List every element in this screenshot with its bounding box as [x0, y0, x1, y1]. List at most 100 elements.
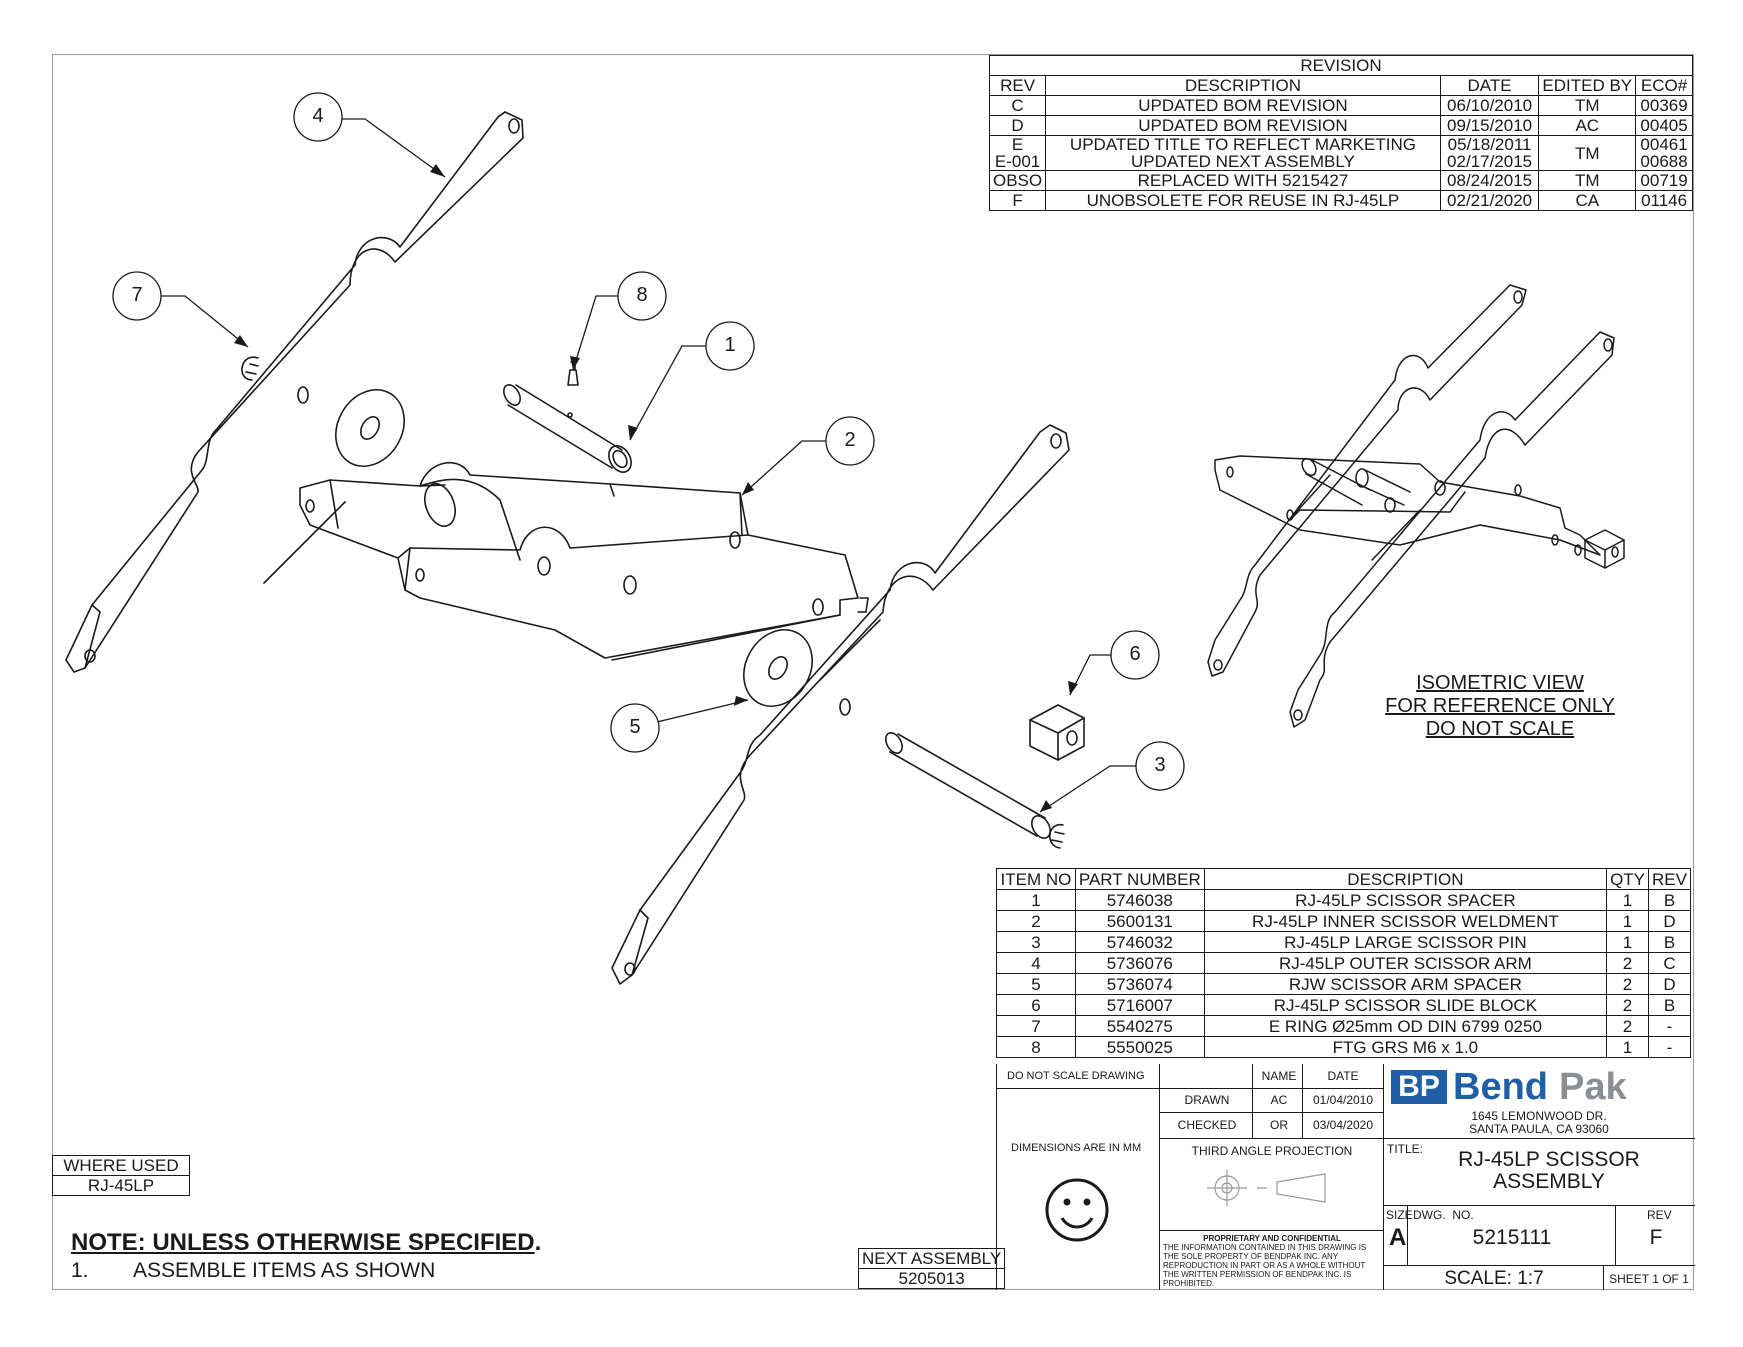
part-number-cell: 5600131 [1074, 910, 1205, 932]
proprietary-line3: REPRODUCTION IN PART OR AS A WHOLE WITHO… [1163, 1261, 1366, 1270]
balloon-6 [1110, 630, 1160, 680]
eco-cell: 00369 [1635, 95, 1693, 116]
revision-header-row: REV DESCRIPTION DATE EDITED BY ECO# [988, 75, 1693, 96]
rev-cell: F [988, 190, 1047, 211]
revision-row: D UPDATED BOM REVISION 09/15/2010 AC 004… [988, 115, 1693, 136]
notes-block: NOTE: UNLESS OTHERWISE SPECIFIED. 1.ASSE… [71, 1229, 541, 1283]
description-value-2: UPDATED NEXT ASSEMBLY [1130, 152, 1355, 171]
proprietary-title: PROPRIETARY AND CONFIDENTIAL [1203, 1234, 1341, 1243]
description-cell: RJ-45LP SCISSOR SPACER [1203, 889, 1608, 911]
callout-number-4: 4 [312, 105, 324, 127]
next-assembly-label: NEXT ASSEMBLY [857, 1248, 1006, 1269]
iso-note-line1: ISOMETRIC VIEW [1416, 672, 1584, 694]
balloon-5 [610, 703, 660, 753]
item-cell: 6 [996, 994, 1076, 1016]
bom-row: 6 5716007 RJ-45LP SCISSOR SLIDE BLOCK 2 … [996, 994, 1691, 1016]
rev-cell: - [1648, 1036, 1691, 1058]
description-cell: RJ-45LP LARGE SCISSOR PIN [1203, 931, 1608, 953]
iso-note-line3: DO NOT SCALE [1425, 718, 1575, 740]
balloon-1 [705, 321, 755, 371]
bom-row: 1 5746038 RJ-45LP SCISSOR SPACER 1 B [996, 889, 1691, 911]
date-header: DATE [1327, 1069, 1359, 1083]
description-cell: RJ-45LP SCISSOR SLIDE BLOCK [1203, 994, 1608, 1016]
item-cell: 7 [996, 1015, 1076, 1037]
balloon-4 [293, 92, 343, 142]
revision-row: OBSO REPLACED WITH 5215427 08/24/2015 TM… [988, 170, 1693, 191]
bom-header-row: ITEM NO PART NUMBER DESCRIPTION QTY REV [996, 868, 1691, 890]
balloon-8 [617, 271, 667, 321]
slide-block [1029, 704, 1085, 761]
description-col-header: DESCRIPTION [1045, 75, 1441, 96]
description-value: UPDATED TITLE TO REFLECT MARKETING [1069, 135, 1416, 154]
description-cell: UPDATED BOM REVISION [1045, 115, 1441, 136]
notes-heading: NOTE: UNLESS OTHERWISE SPECIFIED. [71, 1229, 541, 1257]
rev-cell: B [1648, 931, 1691, 953]
edited-by-cell: TM [1538, 170, 1637, 191]
callout-number-8: 8 [636, 284, 648, 306]
drawn-date: 01/04/2010 [1312, 1093, 1374, 1107]
date-value: 05/18/2011 [1447, 135, 1532, 154]
dwg-no-label: DWG. NO. [1413, 1208, 1474, 1222]
revision-row: C UPDATED BOM REVISION 06/10/2010 TM 003… [988, 95, 1693, 116]
proprietary-line1: THE INFORMATION CONTAINED IN THIS DRAWIN… [1163, 1243, 1367, 1252]
edited-by-col-header: EDITED BY [1538, 75, 1637, 96]
where-used-table: WHERE USED RJ-45LP [52, 1155, 190, 1196]
date-cell: 02/21/2020 [1439, 190, 1540, 211]
date-cell: 06/10/2010 [1439, 95, 1540, 116]
description-cell: REPLACED WITH 5215427 [1045, 170, 1441, 191]
qty-cell: 2 [1606, 994, 1650, 1016]
description-cell: UPDATED BOM REVISION [1045, 95, 1441, 116]
checked-date: 03/04/2020 [1312, 1118, 1374, 1132]
eco-value-2: 00688 [1640, 152, 1688, 171]
note-item-text: ASSEMBLE ITEMS AS SHOWN [133, 1259, 436, 1282]
qty-col-header: QTY [1606, 868, 1650, 890]
part-number-cell: 5716007 [1074, 994, 1205, 1016]
rev-col-header: REV [1648, 868, 1691, 890]
qty-cell: 1 [1606, 1036, 1650, 1058]
checked-name: OR [1270, 1118, 1288, 1132]
date-cell: 08/24/2015 [1439, 170, 1540, 191]
smiley-icon [1045, 1178, 1109, 1242]
outer-scissor-arm-left [65, 111, 524, 673]
date-cell: 09/15/2010 [1439, 115, 1540, 136]
callout-number-2: 2 [844, 429, 856, 451]
iso-note-line2: FOR REFERENCE ONLY [1385, 695, 1615, 717]
bom-row: 4 5736076 RJ-45LP OUTER SCISSOR ARM 2 C [996, 952, 1691, 974]
description-col-header: DESCRIPTION [1203, 868, 1608, 890]
next-assembly-table: NEXT ASSEMBLY 5205013 [857, 1248, 1006, 1289]
callout-leaders [161, 118, 1136, 813]
isometric-note: ISOMETRIC VIEW FOR REFERENCE ONLY DO NOT… [1360, 672, 1640, 741]
edited-by-cell: AC [1538, 115, 1637, 136]
proprietary-line5: PROHIBITED. [1163, 1279, 1215, 1288]
rev-cell: D [1648, 910, 1691, 932]
eco-cell: 00405 [1635, 115, 1693, 136]
revision-table: REVISION REV DESCRIPTION DATE EDITED BY … [988, 55, 1693, 211]
qty-cell: 1 [1606, 931, 1650, 953]
bom-row: 2 5600131 RJ-45LP INNER SCISSOR WELDMENT… [996, 910, 1691, 932]
bendpak-logo: BP Bend Pak [1389, 1066, 1689, 1108]
rev-value-2: E-001 [994, 152, 1041, 171]
part-number-cell: 5746038 [1074, 889, 1205, 911]
item-cell: 5 [996, 973, 1076, 995]
callout-number-7: 7 [131, 284, 143, 306]
rev-cell: C [988, 95, 1047, 116]
arm-spacer-washers [335, 389, 813, 707]
part-number-col-header: PART NUMBER [1074, 868, 1205, 890]
rev-cell: D [1648, 973, 1691, 995]
outer-scissor-arm-right [611, 424, 1070, 985]
eco-cell: 01146 [1635, 190, 1693, 211]
description-cell: RJ-45LP INNER SCISSOR WELDMENT [1203, 910, 1608, 932]
sheet-border [52, 54, 1694, 1290]
revision-row: F UNOBSOLETE FOR REUSE IN RJ-45LP 02/21/… [988, 190, 1693, 211]
description-cell: RJ-45LP OUTER SCISSOR ARM [1203, 952, 1608, 974]
rev-cell: B [1648, 994, 1691, 1016]
item-cell: 4 [996, 952, 1076, 974]
callout-number-6: 6 [1129, 643, 1141, 665]
eco-col-header: ECO# [1635, 75, 1693, 96]
notes-heading-text: NOTE: UNLESS OTHERWISE SPECIFIED [71, 1229, 535, 1256]
part-number-cell: 5736076 [1074, 952, 1205, 974]
description-cell: UNOBSOLETE FOR REUSE IN RJ-45LP [1045, 190, 1441, 211]
date-col-header: DATE [1439, 75, 1540, 96]
drawing-title-line2: ASSEMBLY [1493, 1170, 1605, 1193]
